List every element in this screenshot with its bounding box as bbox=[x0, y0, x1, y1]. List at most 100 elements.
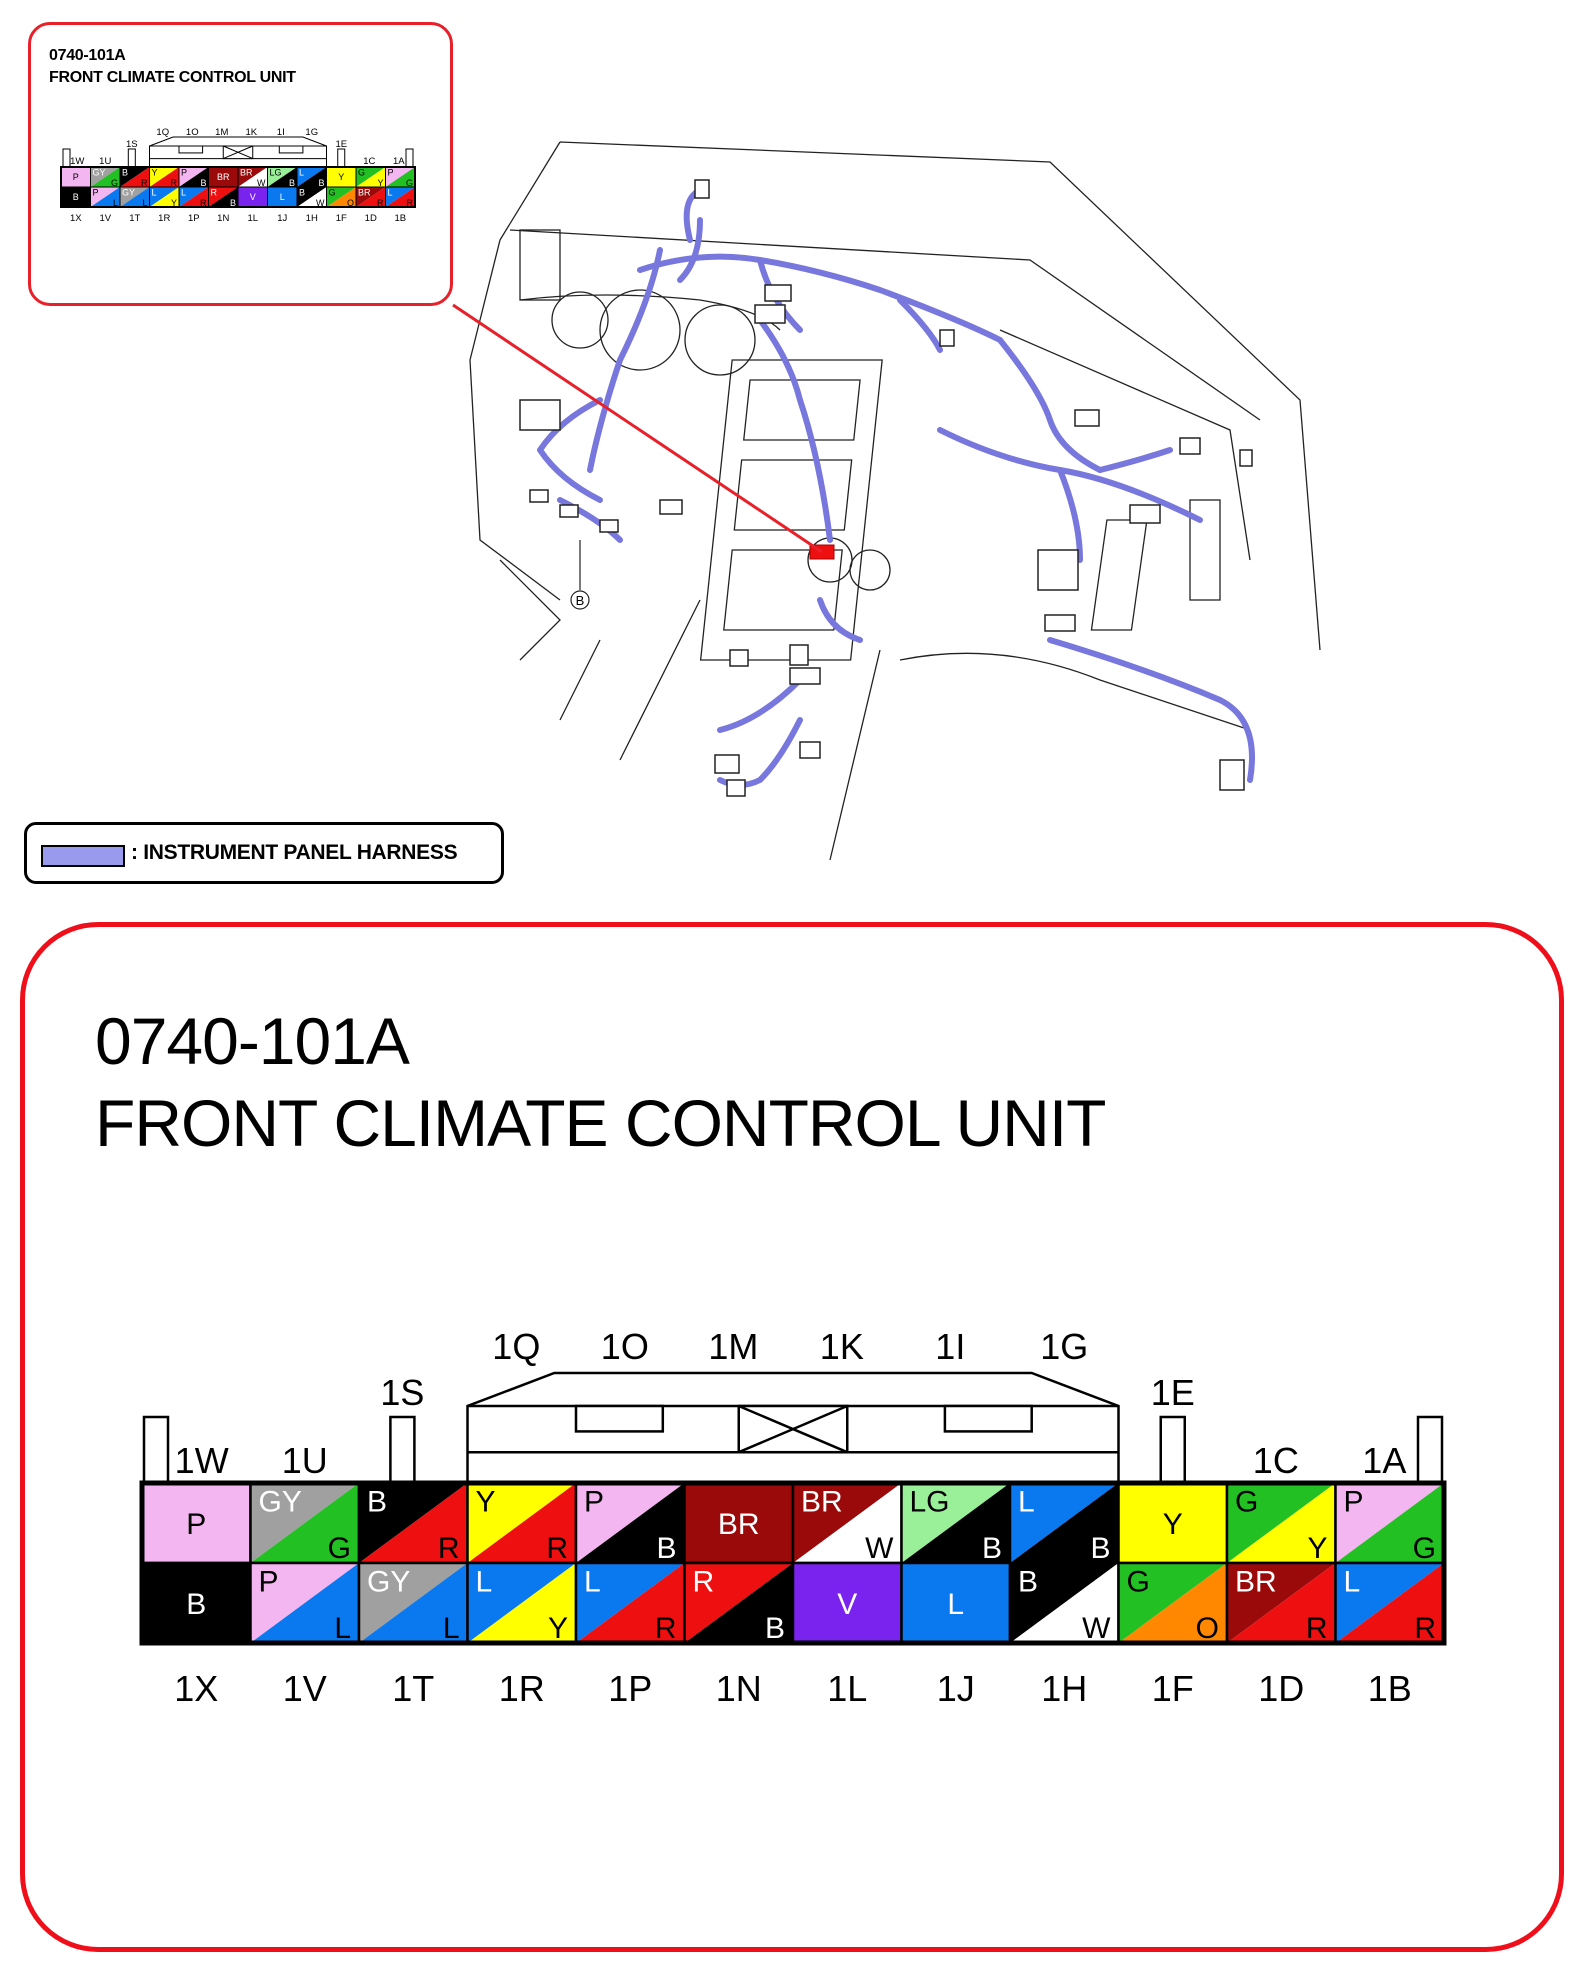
wire-color-code: B bbox=[73, 192, 79, 202]
wire-stripe-color: R bbox=[1306, 1612, 1328, 1645]
pin-label-bottom: 1V bbox=[283, 1668, 327, 1709]
pin-label-bottom: 1J bbox=[937, 1668, 975, 1709]
wire-main-color: B bbox=[1018, 1566, 1038, 1599]
wire-stripe-color: R bbox=[407, 198, 414, 208]
pin-label-top: 1O bbox=[601, 1326, 649, 1367]
pin-label-top: 1E bbox=[335, 139, 347, 150]
connector-outline bbox=[60, 166, 416, 208]
pin-label-top: 1G bbox=[305, 127, 318, 138]
pin-label-top: 1A bbox=[393, 156, 405, 167]
wire-main-color: L bbox=[476, 1566, 493, 1599]
pin-label-top: 1O bbox=[186, 127, 199, 138]
top-row-pin-stripe bbox=[120, 167, 150, 187]
wire-color-code: P bbox=[73, 172, 79, 182]
wire-stripe-color: B bbox=[200, 178, 206, 188]
wire-main-color: G bbox=[1235, 1486, 1258, 1519]
wire-main-color: L bbox=[1018, 1486, 1035, 1519]
top-row-pin-stripe bbox=[385, 167, 415, 187]
wire-stripe-color: G bbox=[111, 178, 118, 188]
top-row-pin-stripe bbox=[901, 1483, 1010, 1563]
top-row-pin-stripe bbox=[297, 167, 327, 187]
wire-main-color: L bbox=[152, 188, 157, 198]
pin-label-top: 1M bbox=[708, 1326, 758, 1367]
bottom-row-pin-stripe bbox=[120, 187, 150, 207]
connector-lock-tab bbox=[1416, 1415, 1444, 1485]
connector-lock-tab bbox=[1159, 1415, 1186, 1485]
pin-label-bottom: 1R bbox=[158, 213, 170, 224]
wire-stripe-color: Y bbox=[171, 198, 177, 208]
wire-main-color: G bbox=[358, 168, 365, 178]
pin-label-bottom: 1T bbox=[392, 1668, 434, 1709]
wire-stripe-color: W bbox=[865, 1532, 894, 1565]
hood-slot bbox=[574, 1404, 665, 1433]
wire-main-color: Y bbox=[476, 1486, 496, 1519]
wire-stripe-color: W bbox=[316, 198, 325, 208]
pin-label-bottom: 1L bbox=[827, 1668, 867, 1709]
wire-stripe-color: R bbox=[200, 198, 207, 208]
top-row-pin-stripe bbox=[793, 1483, 902, 1563]
pin-label-top: 1I bbox=[935, 1326, 965, 1367]
wire-stripe-color: B bbox=[289, 178, 295, 188]
wire-stripe-color: B bbox=[230, 198, 236, 208]
wire-main-color: L bbox=[181, 188, 186, 198]
pin-label-top: 1U bbox=[99, 156, 111, 167]
wire-main-color: P bbox=[1344, 1486, 1364, 1519]
pin-label-top: 1K bbox=[820, 1326, 864, 1367]
wire-main-color: R bbox=[211, 188, 218, 198]
bottom-row-pin-stripe bbox=[385, 187, 415, 207]
top-row-pin-stripe bbox=[149, 167, 179, 187]
pin-label-bottom: 1X bbox=[70, 213, 82, 224]
wire-color-code: V bbox=[250, 192, 256, 202]
hood-key-cross bbox=[223, 145, 253, 160]
wire-stripe-color: R bbox=[171, 178, 178, 188]
wire-main-color: BR bbox=[1235, 1566, 1277, 1599]
wire-main-color: R bbox=[693, 1566, 715, 1599]
pin-label-top: 1M bbox=[215, 127, 228, 138]
pin-label-bottom: 1T bbox=[129, 213, 140, 224]
wire-stripe-color: O bbox=[1196, 1612, 1219, 1645]
top-row-pin-stripe bbox=[359, 1483, 468, 1563]
wire-stripe-color: R bbox=[546, 1532, 568, 1565]
pin-label-bottom: 1P bbox=[608, 1668, 652, 1709]
harness-legend-label: : INSTRUMENT PANEL HARNESS bbox=[131, 841, 458, 864]
pin-label-bottom: 1B bbox=[394, 213, 406, 224]
wire-main-color: GY bbox=[93, 168, 106, 178]
bottom-row-pin-stripe bbox=[576, 1563, 685, 1643]
pin-label-bottom: 1N bbox=[716, 1668, 762, 1709]
harness-color-swatch bbox=[41, 845, 125, 867]
wire-main-color: LG bbox=[270, 168, 282, 178]
wire-color-code: BR bbox=[718, 1508, 760, 1541]
pin-label-bottom: 1F bbox=[336, 213, 347, 224]
bottom-row-pin-stripe bbox=[149, 187, 179, 207]
callout-connector-code: 0740-101A bbox=[49, 47, 126, 64]
connector-lock-tab bbox=[142, 1415, 170, 1485]
wire-stripe-color: L bbox=[113, 198, 118, 208]
wire-main-color: GY bbox=[367, 1566, 410, 1599]
wire-main-color: P bbox=[388, 168, 394, 178]
wire-stripe-color: R bbox=[141, 178, 148, 188]
wire-main-color: BR bbox=[358, 188, 371, 198]
pin-label-bottom: 1N bbox=[217, 213, 229, 224]
wire-stripe-color: G bbox=[328, 1532, 351, 1565]
pin-label-bottom: 1X bbox=[174, 1668, 218, 1709]
top-row-pin-stripe bbox=[1335, 1483, 1444, 1563]
wire-stripe-color: B bbox=[765, 1612, 785, 1645]
wire-main-color: Y bbox=[152, 168, 158, 178]
pin-label-bottom: 1H bbox=[1041, 1668, 1087, 1709]
bottom-row-pin-stripe bbox=[1335, 1563, 1444, 1643]
connector-code: 0740-101A bbox=[95, 1004, 410, 1078]
wire-main-color: L bbox=[299, 168, 304, 178]
hood-slot bbox=[278, 145, 304, 154]
pin-label-bottom: 1L bbox=[247, 213, 258, 224]
bottom-row-pin-stripe bbox=[90, 187, 120, 207]
wire-stripe-color: Y bbox=[548, 1612, 568, 1645]
wire-color-code: Y bbox=[1163, 1508, 1183, 1541]
pin-label-top: 1S bbox=[126, 139, 138, 150]
top-row-pin-stripe bbox=[267, 167, 297, 187]
hood-key-cross bbox=[738, 1404, 848, 1454]
pin-label-top: 1A bbox=[1362, 1440, 1406, 1481]
wire-stripe-color: Y bbox=[1307, 1532, 1327, 1565]
pin-label-bottom: 1D bbox=[365, 213, 377, 224]
wire-stripe-color: B bbox=[982, 1532, 1002, 1565]
